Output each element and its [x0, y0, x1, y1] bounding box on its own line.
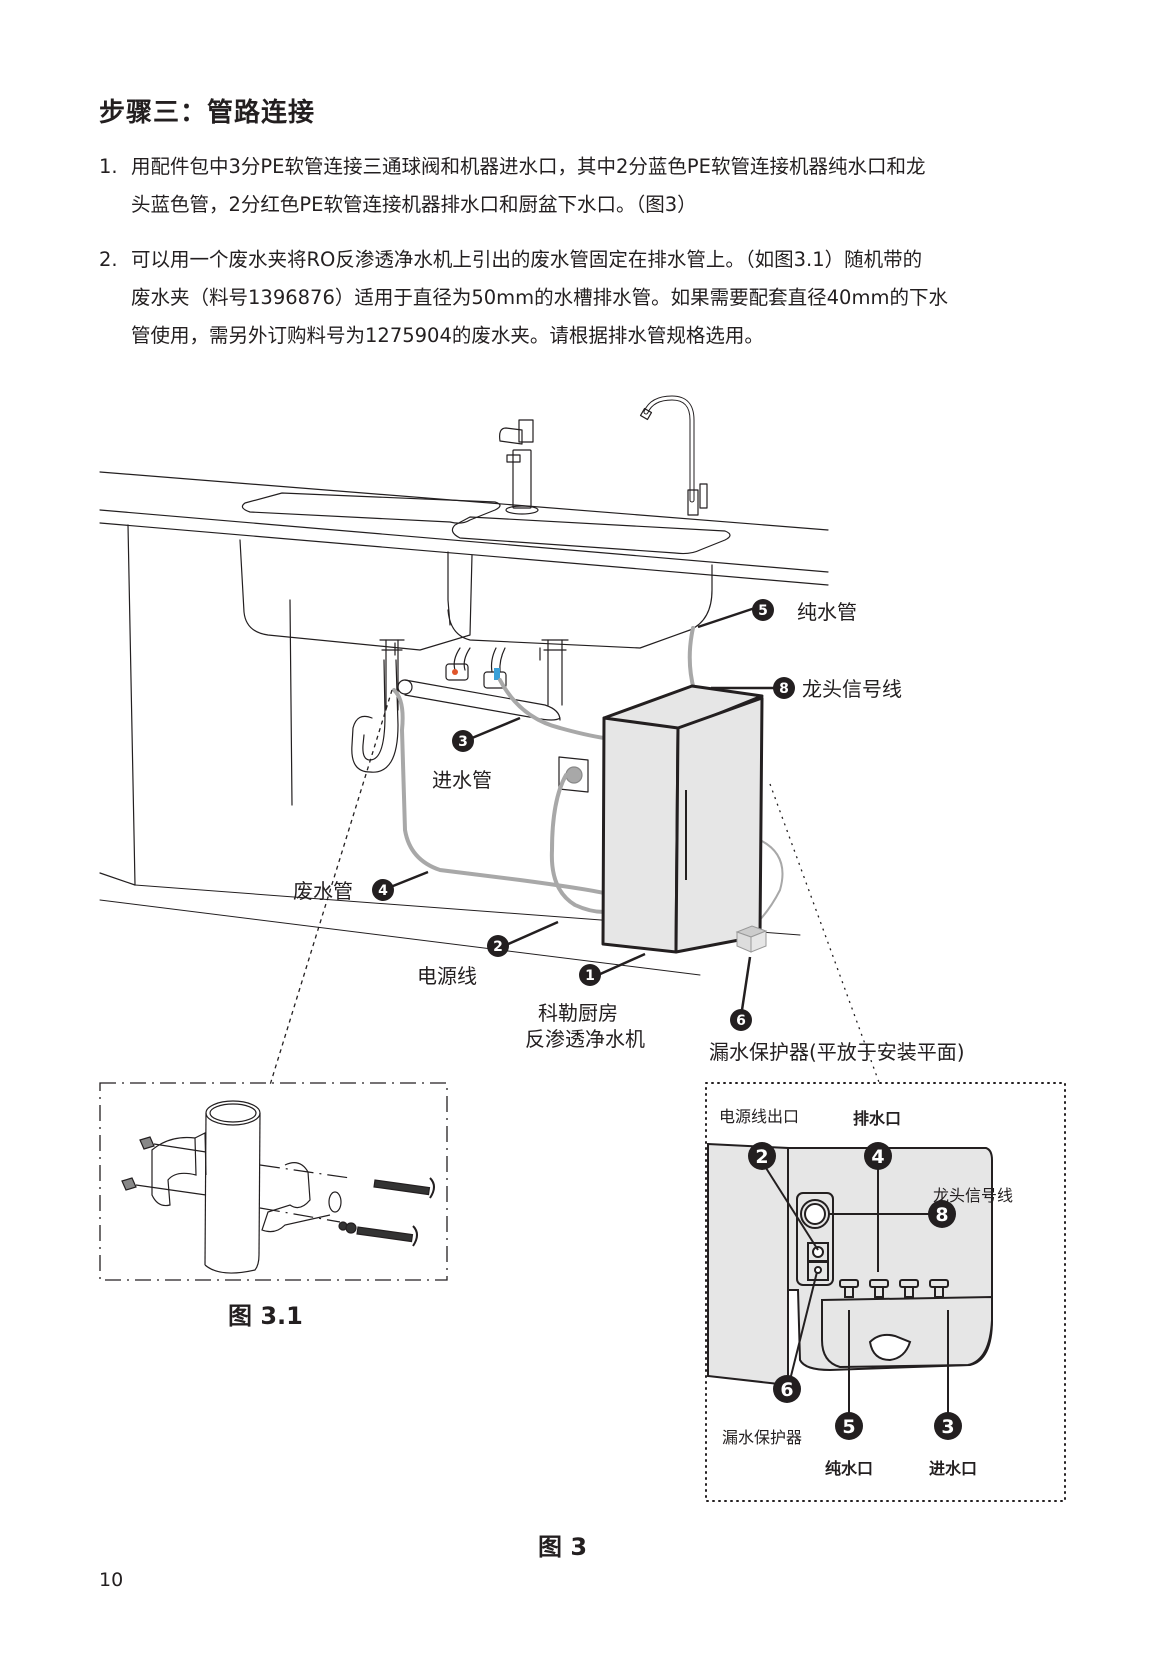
- inlet-tube: [498, 678, 606, 740]
- detail-connectors: [269, 689, 881, 1086]
- drain-pipes: [351, 639, 569, 773]
- detail-label-drain-port: 排水口: [853, 1109, 902, 1128]
- instruction-number: 1.: [99, 155, 118, 178]
- label-waste-water-tube: 废水管: [293, 879, 353, 903]
- instruction-line: 头蓝色管，2分红色PE软管连接机器排水口和厨盆下水口。（图3）: [131, 193, 697, 216]
- red-valve-marker: [452, 669, 458, 675]
- label-pure-water-tube: 纯水管: [797, 600, 857, 624]
- label-power-cable: 电源线: [417, 964, 477, 988]
- instruction-2: 2. 可以用一个废水夹将RO反渗透净水机上引出的废水管固定在排水管上。（如图3.…: [99, 241, 1059, 355]
- detail-label-power-outlet: 电源线出口: [719, 1107, 800, 1126]
- detail-badge-8: 8: [928, 1200, 956, 1228]
- svg-text:3: 3: [458, 734, 468, 750]
- ro-machine: [601, 684, 764, 954]
- page-number: 10: [99, 1569, 124, 1591]
- label-faucet-signal-wire: 龙头信号线: [802, 677, 902, 701]
- svg-text:4: 4: [378, 883, 388, 899]
- figure-caption-3: 图 3: [538, 1533, 588, 1561]
- blue-valve-marker: [494, 668, 500, 680]
- sink-bowls: [239, 492, 731, 661]
- svg-text:6: 6: [736, 1013, 746, 1029]
- section-title: 步骤三：管路连接: [99, 98, 316, 128]
- figure-caption-3-1: 图 3.1: [228, 1302, 303, 1330]
- waste-water-tube: [392, 688, 606, 895]
- label-ro-machine-line2: 反渗透净水机: [525, 1027, 645, 1051]
- detail-badge-3: 3: [934, 1412, 962, 1440]
- callout-badge-5: 5: [752, 599, 774, 621]
- instruction-number: 2.: [99, 248, 118, 271]
- detail-label-pure-water-port: 纯水口: [825, 1459, 874, 1478]
- instruction-line: 废水夹（料号1396876）适用于直径为50mm的水槽排水管。如果需要配套直径4…: [131, 286, 948, 309]
- svg-text:5: 5: [842, 1416, 855, 1438]
- svg-text:2: 2: [755, 1146, 768, 1168]
- callout-badge-6: 6: [730, 1009, 752, 1031]
- detail-leader-lines: [765, 1166, 949, 1420]
- callout-badge-2: 2: [487, 935, 509, 957]
- ro-faucet: [639, 395, 708, 516]
- callout-badge-4: 4: [372, 879, 394, 901]
- svg-text:3: 3: [941, 1416, 954, 1438]
- detail-badge-2: 2: [748, 1142, 776, 1170]
- ports-detail-frame: 2 4 8 6 5 3: [705, 1082, 1066, 1502]
- detail-label-leak-protector: 漏水保护器: [722, 1428, 803, 1447]
- instruction-line: 管使用，需另外订购料号为1275904的废水夹。请根据排水管规格选用。: [131, 324, 764, 347]
- svg-text:4: 4: [871, 1146, 884, 1168]
- power-cable: [549, 773, 606, 914]
- instruction-line: 用配件包中3分PE软管连接三通球阀和机器进水口，其中2分蓝色PE软管连接机器纯水…: [131, 155, 926, 178]
- leader-lines: [387, 606, 778, 1011]
- svg-text:6: 6: [780, 1379, 793, 1401]
- main-callout-badges: 5 8 3 4 2 1 6: [372, 599, 795, 1031]
- svg-text:5: 5: [758, 603, 768, 619]
- detail-badge-5: 5: [835, 1412, 863, 1440]
- detail-label-faucet-signal: 龙头信号线: [933, 1186, 1014, 1205]
- wall-socket: [558, 756, 589, 793]
- mixer-faucet: [499, 419, 539, 515]
- svg-text:8: 8: [779, 681, 789, 697]
- instruction-1: 1. 用配件包中3分PE软管连接三通球阀和机器进水口，其中2分蓝色PE软管连接机…: [99, 148, 1059, 224]
- label-leak-protector: 漏水保护器(平放于安装平面): [709, 1040, 965, 1064]
- label-inlet-tube: 进水管: [432, 768, 492, 792]
- clamp-detail-frame: [99, 1082, 448, 1281]
- label-ro-machine-line1: 科勒厨房: [538, 1001, 618, 1025]
- detail-badge-4: 4: [864, 1142, 892, 1170]
- detail-callout-badges: 2 4 8 6 5 3: [748, 1142, 962, 1440]
- leak-protector: [735, 925, 768, 953]
- detail-badge-6: 6: [773, 1375, 801, 1403]
- callout-badge-1: 1: [579, 964, 601, 986]
- svg-text:1: 1: [585, 968, 595, 984]
- callout-badge-8: 8: [773, 677, 795, 699]
- svg-text:2: 2: [493, 939, 503, 955]
- detail-label-inlet-port: 进水口: [929, 1459, 978, 1478]
- leak-sensor-cable: [754, 839, 784, 926]
- callout-badge-3: 3: [452, 730, 474, 752]
- svg-text:8: 8: [935, 1204, 948, 1226]
- clamp-drawing: [121, 1100, 435, 1274]
- instruction-line: 可以用一个废水夹将RO反渗透净水机上引出的废水管固定在排水管上。（如图3.1）随…: [131, 248, 923, 271]
- countertop: [99, 471, 829, 976]
